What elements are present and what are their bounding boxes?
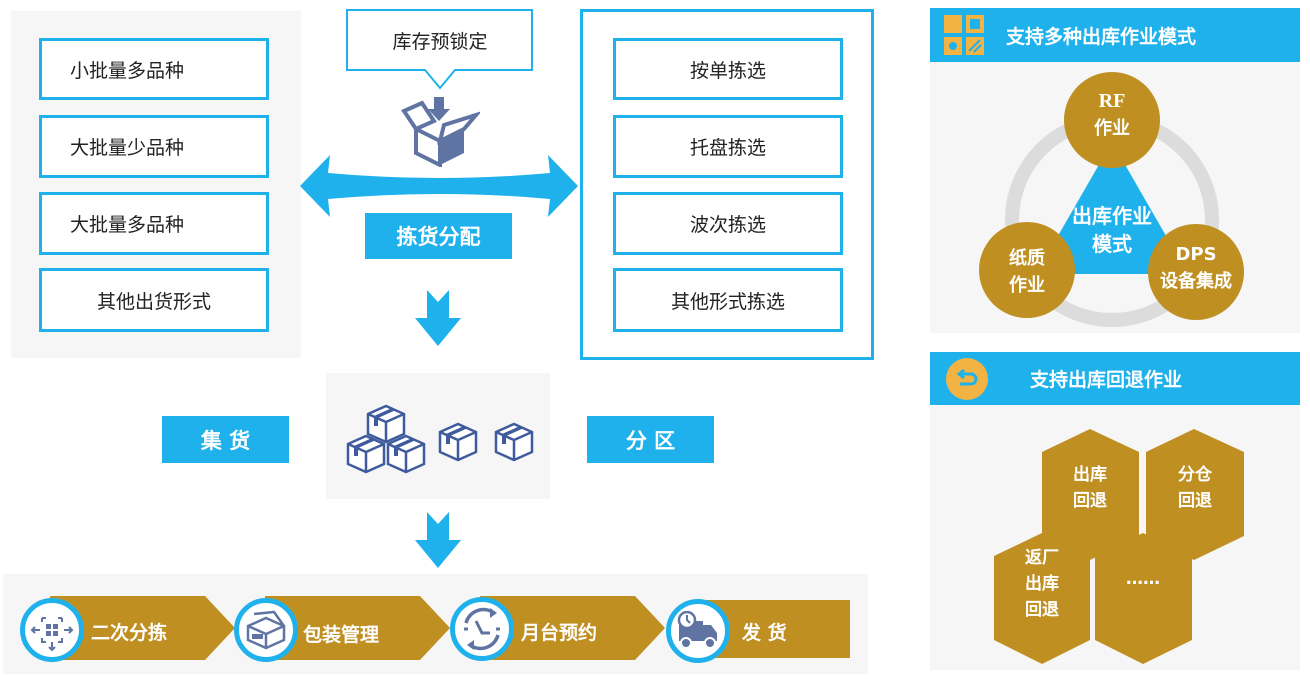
order-type-label: 其他出货形式 <box>96 290 211 313</box>
modes-center-label: 出库作业 模式 <box>1052 202 1172 258</box>
order-type-item: 小批量多品种 <box>39 38 269 100</box>
picking-allocation-label: 拣货分配 <box>365 213 512 259</box>
mode-node-paper <box>979 222 1075 318</box>
modes-card-title: 支持多种出库作业模式 <box>1006 25 1197 48</box>
hex-outbound-return <box>1042 429 1139 560</box>
mode-node-label: 纸质 作业 <box>1009 248 1045 296</box>
order-type-item: 其他出货形式 <box>39 268 269 332</box>
order-type-item: 大批量多品种 <box>39 192 269 255</box>
mode-node-label: DPS 设备集成 <box>1160 244 1232 292</box>
step-icon-badge <box>20 598 84 662</box>
clock-cycle-icon <box>464 607 500 651</box>
order-type-item: 大批量少品种 <box>39 115 269 178</box>
order-type-label: 大批量少品种 <box>70 137 185 159</box>
return-card-header: 支持出库回退作业 <box>930 352 1300 405</box>
step-label: 月台预约 <box>521 622 598 644</box>
hex-factory-return <box>994 533 1090 664</box>
step-icon-badge <box>450 597 514 661</box>
process-ribbons <box>50 596 850 660</box>
picking-method-label: 其他形式拣选 <box>670 290 785 313</box>
consolidation-label: 集 货 <box>162 416 289 463</box>
box-download-icon <box>401 97 480 167</box>
picking-method-item: 其他形式拣选 <box>613 268 843 332</box>
modes-diagram <box>979 72 1244 327</box>
stacked-boxes-icon <box>346 404 534 474</box>
picking-method-item: 托盘拣选 <box>613 115 843 178</box>
mode-node-rf <box>1064 72 1160 168</box>
double-arrow <box>300 155 578 217</box>
hex-warehouse-return <box>1146 429 1244 560</box>
picking-method-label: 按单拣选 <box>689 59 766 82</box>
picking-method-label: 波次拣选 <box>689 214 766 236</box>
inventory-lock-callout <box>346 9 533 90</box>
sort-arrows-icon <box>30 617 74 652</box>
return-hexagons <box>994 429 1244 664</box>
modules-icon <box>944 15 984 55</box>
step-icon-badge <box>666 599 730 663</box>
step-icon-badge <box>234 598 298 662</box>
delivery-truck-icon <box>677 611 717 649</box>
center-line2: 模式 <box>1092 232 1132 256</box>
package-box-icon <box>246 610 286 650</box>
zoning-label: 分 区 <box>587 416 714 463</box>
hex-label: 分仓 回退 <box>1178 465 1212 511</box>
mode-node-dps <box>1148 224 1244 320</box>
hex-label: …… <box>1126 569 1160 589</box>
picking-method-label: 托盘拣选 <box>689 137 766 159</box>
step-label: 包装管理 <box>303 624 380 646</box>
step-label: 发 货 <box>742 622 787 644</box>
step-label: 二次分拣 <box>91 622 168 644</box>
order-type-label: 大批量多品种 <box>70 214 185 236</box>
center-triangle <box>1036 142 1188 274</box>
picking-method-item: 波次拣选 <box>613 192 843 255</box>
hex-more <box>1095 533 1192 664</box>
undo-badge-icon <box>946 357 988 400</box>
return-card-title: 支持出库回退作业 <box>1030 369 1183 391</box>
down-arrow <box>415 512 461 568</box>
center-line1: 出库作业 <box>1072 204 1152 228</box>
inventory-lock-label: 库存预锁定 <box>392 31 488 53</box>
picking-method-item: 按单拣选 <box>613 38 843 100</box>
order-type-label: 小批量多品种 <box>70 59 185 82</box>
down-arrow <box>415 290 461 346</box>
hex-label: 返厂 出库 回退 <box>1025 548 1059 620</box>
hex-label: 出库 回退 <box>1073 465 1107 511</box>
mode-node-label: RF 作业 <box>1094 90 1130 139</box>
modes-card-header: 支持多种出库作业模式 <box>930 8 1300 62</box>
